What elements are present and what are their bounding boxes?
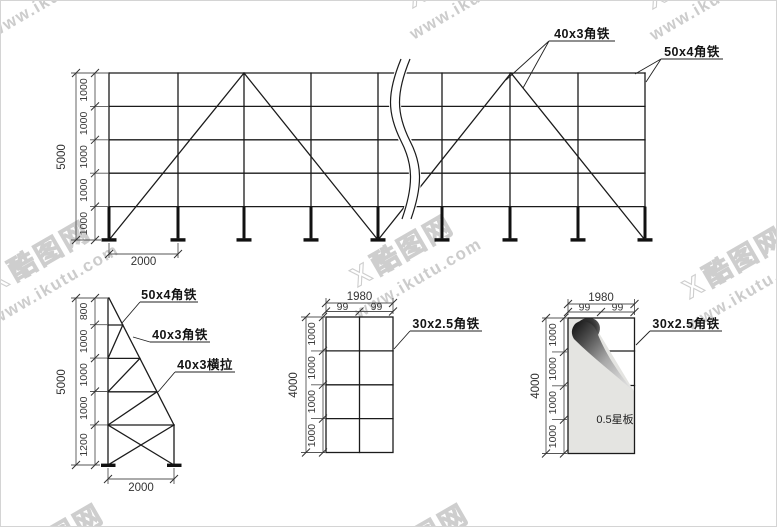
watermark-url: www.ikutu.com [1, 1, 120, 42]
dim-half: 99 [579, 302, 591, 314]
peel-curl-cone [571, 320, 634, 392]
watermark: X酷图网 www.ikutu.com [640, 1, 776, 45]
dim-segment: 1000 [78, 112, 90, 136]
dim-segment: 1000 [547, 425, 559, 449]
watermark: X酷图网 www.ikutu.com [345, 209, 485, 323]
sheet-metal [568, 318, 635, 454]
side-view-dimensions: 5000 800 1000 1000 1000 1200 2000 [56, 293, 179, 494]
dim-segment: 1000 [78, 396, 90, 420]
dim-segment: 1000 [306, 356, 318, 380]
dim-segment: 1000 [547, 391, 559, 415]
elevation-view: 5000 1000 1000 1000 1000 1000 2000 40x3角… [56, 26, 723, 268]
covered-panel-annotation: 30x2.5角铁 [635, 316, 722, 346]
truss-members [107, 297, 175, 466]
dim-segment: 1000 [78, 78, 90, 102]
watermark-brand: X酷图网 [361, 498, 475, 526]
dim-half: 99 [371, 301, 383, 313]
watermark: X酷图网 www.ikutu.com [1, 215, 122, 329]
dim-half: 99 [612, 302, 624, 314]
dim-panel-height: 4000 [530, 373, 542, 399]
elevation-grid [108, 71, 646, 242]
watermark: X酷图网 www.ikutu.com [1, 498, 135, 526]
dim-segment: 1000 [306, 322, 318, 346]
dim-segment: 1000 [306, 424, 318, 448]
dim-base-width: 2000 [128, 482, 154, 494]
panel-frame-view: 1980 99 99 4000 1000 1000 1000 1000 30x2… [288, 291, 482, 457]
panel-covered-view: 0.5星板 1980 99 99 4000 1000 1000 1000 100… [530, 292, 722, 458]
dim-panel-height: 4000 [288, 372, 300, 398]
dim-panel-width: 1980 [347, 291, 373, 303]
watermark: X酷图网 www.ikutu.com [1, 1, 120, 42]
break-line [389, 56, 421, 221]
dim-segment: 1000 [78, 330, 90, 354]
dim-total-height: 5000 [56, 144, 68, 170]
panel-annotation: 30x2.5角铁 [393, 316, 482, 350]
panel-border [567, 317, 636, 455]
watermark-brand: X酷图网 [1, 498, 109, 526]
elevation-dimensions: 5000 1000 1000 1000 1000 1000 2000 [56, 68, 183, 268]
label-40x3-angle-iron: 40x3角铁 [152, 327, 208, 342]
side-view: 5000 800 1000 1000 1000 1200 2000 50x4角铁… [56, 287, 235, 494]
dim-segment: 800 [78, 302, 90, 320]
label-50x4-angle-iron: 50x4角铁 [664, 44, 720, 59]
truss-footings [101, 463, 182, 467]
dim-total-height: 5000 [56, 369, 68, 395]
elevation-annotations: 40x3角铁 50x4角铁 [505, 26, 723, 89]
panel-dimensions: 1980 99 99 4000 1000 1000 1000 1000 [288, 291, 398, 457]
dim-panel-width: 1980 [588, 292, 614, 304]
dim-segment: 1000 [547, 323, 559, 347]
elevation-footings [101, 238, 653, 242]
dim-segment: 1000 [306, 390, 318, 414]
dim-segment: 1200 [78, 433, 90, 457]
label-50x4-angle-iron: 50x4角铁 [141, 287, 197, 302]
watermark: X酷图网 www.ikutu.com [361, 498, 500, 526]
label-40x3-tie: 40x3横拉 [177, 357, 233, 372]
label-sheet: 0.5星板 [596, 412, 633, 426]
side-view-annotations: 50x4角铁 40x3角铁 40x3横拉 [121, 287, 235, 393]
dim-segment: 1000 [78, 145, 90, 169]
label-40x3-angle-iron: 40x3角铁 [554, 26, 610, 41]
label-30x2.5-angle-iron: 30x2.5角铁 [652, 316, 719, 331]
dim-segment: 1000 [78, 363, 90, 387]
label-30x2.5-angle-iron: 30x2.5角铁 [412, 316, 479, 331]
dim-bay-width: 2000 [131, 256, 157, 268]
dim-segment: 1000 [78, 212, 90, 236]
watermark: X酷图网 www.ikutu.com [400, 1, 540, 44]
dim-segment: 1000 [78, 178, 90, 202]
panel-grid [325, 316, 394, 454]
dim-segment: 1000 [547, 357, 559, 381]
elevation-legs [107, 206, 647, 239]
dim-half: 99 [337, 301, 349, 313]
covered-panel-dimensions: 1980 99 99 4000 1000 1000 1000 1000 [530, 292, 639, 458]
